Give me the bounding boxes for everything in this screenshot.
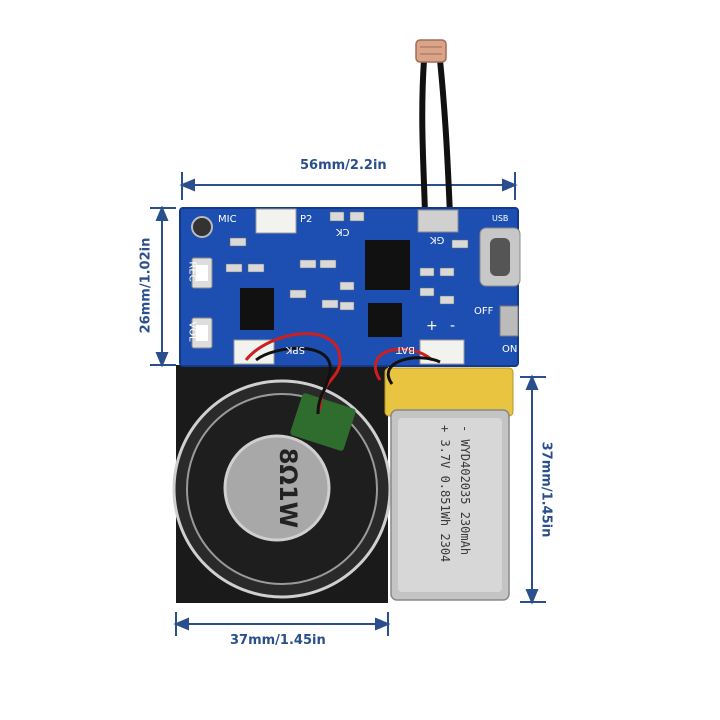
dim-left-height: 26mm/1.02in bbox=[138, 237, 154, 334]
microphone bbox=[191, 216, 213, 238]
battery-line1: - WYD402035 230mAh bbox=[458, 425, 472, 556]
label-rec: REC bbox=[186, 261, 198, 282]
label-plus: + bbox=[426, 318, 438, 334]
speaker-marking: 8Ω1W bbox=[274, 447, 303, 529]
dim-right-height: 37mm/1.45in bbox=[538, 441, 554, 538]
label-minus: - bbox=[450, 318, 456, 334]
label-ck: CK bbox=[336, 226, 350, 237]
label-spk: SPK bbox=[286, 344, 305, 355]
bat-connector bbox=[419, 339, 465, 365]
label-off: OFF bbox=[474, 306, 494, 317]
label-p2: P2 bbox=[300, 214, 313, 225]
label-usb: USB bbox=[492, 214, 509, 223]
dim-top-width: 56mm/2.2in bbox=[300, 158, 387, 173]
gk-pads bbox=[417, 209, 459, 233]
power-switch bbox=[499, 305, 519, 337]
dim-bottom-width: 37mm/1.45in bbox=[230, 633, 326, 648]
p2-connector bbox=[255, 208, 297, 234]
label-vol: VOL bbox=[186, 321, 198, 342]
photoresistor-wires bbox=[415, 39, 453, 216]
speaker-tab bbox=[290, 393, 356, 451]
battery bbox=[384, 367, 514, 601]
label-bat: BAT bbox=[396, 344, 416, 355]
label-mic: MIC bbox=[218, 214, 237, 225]
charger-chip bbox=[368, 303, 402, 337]
amp-chip bbox=[240, 288, 274, 330]
label-gk: GK bbox=[430, 234, 445, 245]
pcb-board bbox=[179, 207, 521, 367]
label-on: ON bbox=[502, 344, 518, 355]
photoresistor bbox=[415, 39, 447, 63]
speaker bbox=[172, 379, 392, 599]
battery-line2: + 3.7V 0.851Wh 2304 bbox=[438, 425, 452, 563]
dimension-lines bbox=[150, 172, 546, 636]
main-chip bbox=[365, 240, 410, 290]
wires bbox=[244, 332, 441, 415]
